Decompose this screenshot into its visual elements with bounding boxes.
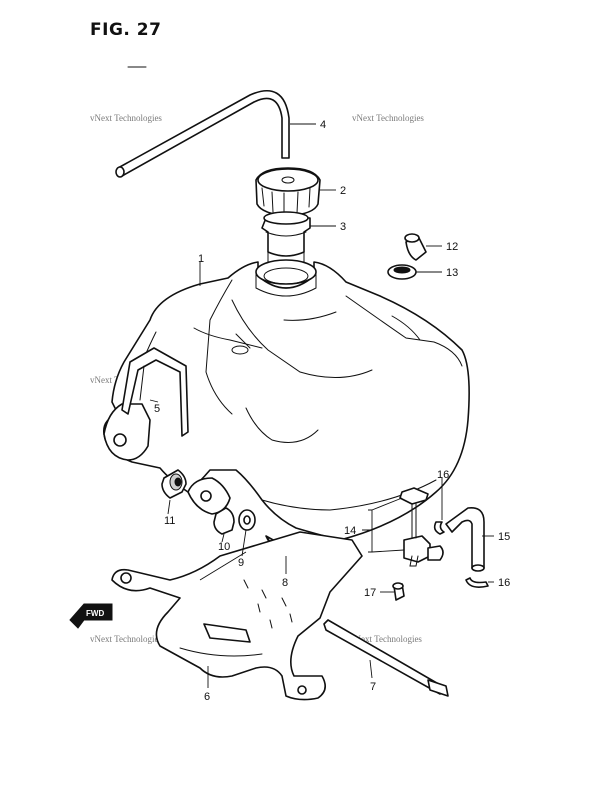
fuel-cock-part-14 <box>399 487 444 567</box>
callout-4: 4 <box>320 119 326 131</box>
watermark-1: vNext Technologies <box>90 113 162 123</box>
figure-title: FIG. 27 <box>90 20 162 40</box>
fuel-hose-part-15 <box>445 506 485 572</box>
filler-neck-part-3 <box>261 211 311 267</box>
callout-17: 17 <box>364 587 376 599</box>
screw-part-17 <box>392 582 405 601</box>
callout-15: 15 <box>498 531 510 543</box>
callout-3: 3 <box>340 221 346 233</box>
callout-6: 6 <box>204 691 210 703</box>
callout-16-lower: 16 <box>498 577 510 589</box>
collar-part-10 <box>213 507 235 535</box>
callout-1: 1 <box>198 253 204 265</box>
callout-12: 12 <box>446 241 458 253</box>
callout-labels: 1 2 3 4 5 6 7 8 9 10 11 12 13 14 15 16 1… <box>154 119 510 703</box>
callout-8: 8 <box>282 577 288 589</box>
grommet-part-11 <box>161 469 187 499</box>
fwd-label: FWD <box>86 609 104 618</box>
fuel-tank-part-1 <box>102 259 470 541</box>
washer-part-9 <box>238 509 256 531</box>
watermark-6: vNext Technologies <box>350 634 422 644</box>
breather-hose-part-4 <box>115 90 290 178</box>
callout-16-upper: 16 <box>437 469 449 481</box>
gasket-part-13 <box>387 264 417 280</box>
forward-arrow-icon: FWD <box>69 603 113 629</box>
clip-part-16-upper <box>433 521 445 535</box>
callout-11: 11 <box>164 515 175 527</box>
fuel-cap-part-2 <box>255 167 321 217</box>
clip-part-16-lower <box>465 577 489 588</box>
leader-lines <box>149 123 494 688</box>
callout-14: 14 <box>344 525 356 537</box>
callout-13: 13 <box>446 267 458 279</box>
callout-10: 10 <box>218 541 230 553</box>
strap-part-7 <box>323 619 449 697</box>
filter-part-12 <box>404 233 427 261</box>
watermark-5: vNext Technologies <box>90 634 162 644</box>
callout-2: 2 <box>340 185 346 197</box>
callout-7: 7 <box>370 681 376 693</box>
callout-9: 9 <box>238 557 244 569</box>
mounting-plate-part-6 <box>111 531 363 701</box>
watermark-2: vNext Technologies <box>352 113 424 123</box>
cushion-part-5 <box>121 347 189 437</box>
callout-5: 5 <box>154 403 160 415</box>
